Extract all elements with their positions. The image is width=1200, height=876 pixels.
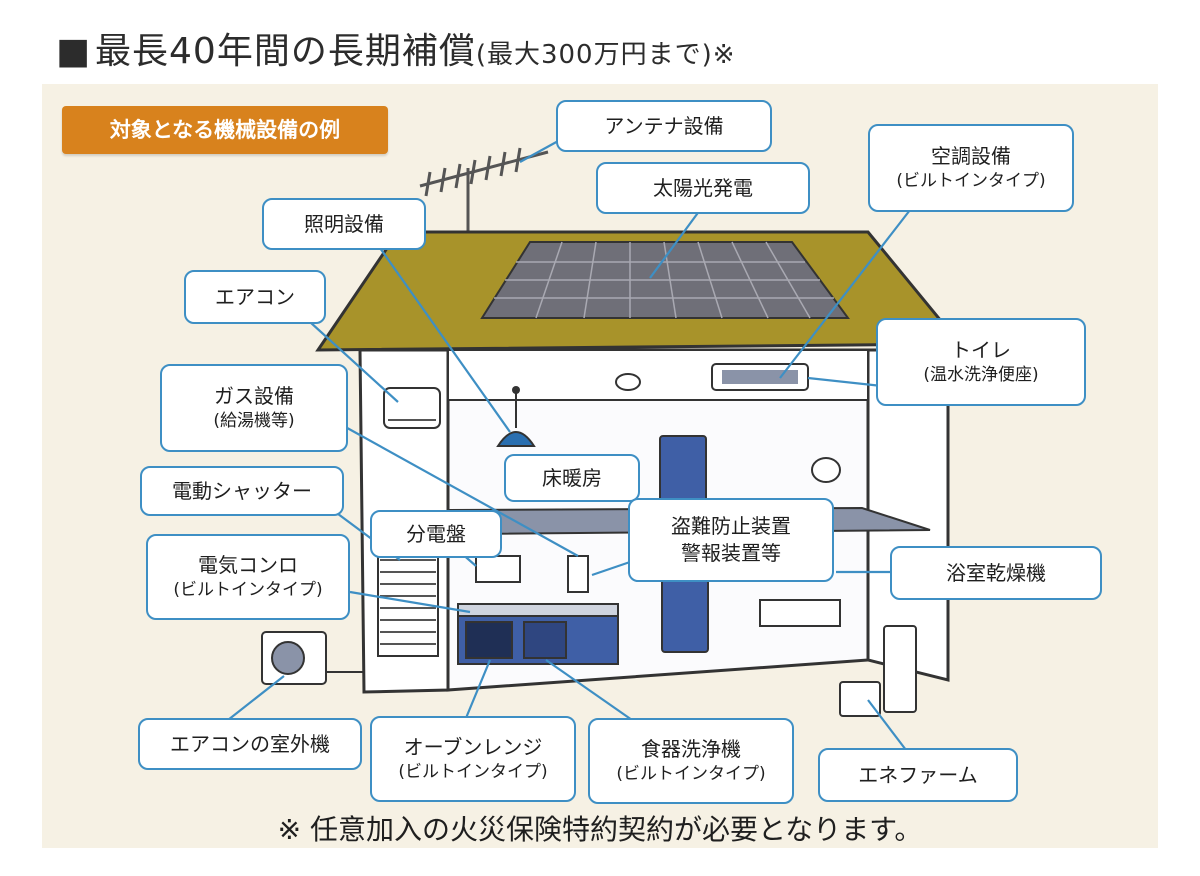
bathtub-icon [759,599,841,627]
label-electric-stove-text: 電気コンロ [198,553,298,578]
label-toilet: トイレ (温水洗浄便座) [876,318,1086,406]
aircon-outdoor-unit-icon [261,631,364,685]
detector-icon [615,373,641,391]
label-gas-sub: (給湯機等) [213,411,295,432]
label-aircon-outdoor: エアコンの室外機 [138,718,362,770]
label-dishwasher-sub: (ビルトインタイプ) [616,764,766,785]
label-enefarm: エネファーム [818,748,1018,802]
lamp-icon [496,386,536,447]
breaker-icon [567,555,589,593]
label-lighting-text: 照明設備 [304,211,384,236]
antenna-icon [419,147,549,232]
label-aircon-builtin-text: 空調設備 [931,144,1011,169]
label-distribution-board-text: 分電盤 [406,521,466,546]
title-sub: (最大300万円まで)※ [475,40,736,70]
label-bath-dryer: 浴室乾燥機 [890,546,1102,600]
label-shutter-text: 電動シャッター [172,478,312,503]
label-floor-heating: 床暖房 [504,454,640,502]
label-gas-text: ガス設備 [214,384,294,409]
toilet-icon [811,457,841,483]
panel-tag: 対象となる機械設備の例 [62,106,388,154]
outlet-icon [475,555,521,583]
label-lighting: 照明設備 [262,198,426,250]
square-icon: ■ [56,31,92,72]
label-security-line2: 警報装置等 [681,541,781,565]
label-gas: ガス設備 (給湯機等) [160,364,348,452]
label-antenna-text: アンテナ設備 [604,113,724,138]
label-dishwasher-text: 食器洗浄機 [641,737,741,762]
label-oven-sub: (ビルトインタイプ) [398,762,548,783]
label-aircon-builtin: 空調設備 (ビルトインタイプ) [868,124,1074,212]
label-aircon: エアコン [184,270,326,324]
label-electric-stove-sub: (ビルトインタイプ) [173,580,323,601]
label-oven: オーブンレンジ (ビルトインタイプ) [370,716,576,802]
aircon-indoor-icon [383,387,441,429]
label-distribution-board: 分電盤 [370,510,502,558]
label-floor-heating-text: 床暖房 [542,465,602,490]
label-shutter: 電動シャッター [140,466,344,516]
label-aircon-text: エアコン [215,284,295,309]
label-electric-stove: 電気コンロ (ビルトインタイプ) [146,534,350,620]
label-solar: 太陽光発電 [596,162,810,214]
title-main: 最長40年間の長期補償 [95,31,476,72]
label-security: 盗難防止装置 警報装置等 [628,498,834,582]
label-aircon-builtin-sub: (ビルトインタイプ) [896,171,1046,192]
label-oven-text: オーブンレンジ [403,735,543,760]
label-dishwasher: 食器洗浄機 (ビルトインタイプ) [588,718,794,804]
label-security-line1: 盗難防止装置 [671,514,791,538]
label-bath-dryer-text: 浴室乾燥機 [946,560,1046,585]
label-solar-text: 太陽光発電 [653,175,753,200]
label-enefarm-text: エネファーム [858,762,978,787]
enefarm-unit-icon [839,625,917,717]
label-antenna: アンテナ設備 [556,100,772,152]
solar-panel-icon [480,241,850,319]
label-toilet-sub: (温水洗浄便座) [923,365,1039,386]
page-title: ■最長40年間の長期補償(最大300万円まで)※ [56,22,736,74]
kitchen-icon [457,603,619,665]
footnote: ※ 任意加入の火災保険特約契約が必要となります。 [277,813,923,846]
ceiling-aircon-icon [711,363,809,391]
label-toilet-text: トイレ [951,338,1011,363]
label-aircon-outdoor-text: エアコンの室外機 [170,731,330,756]
